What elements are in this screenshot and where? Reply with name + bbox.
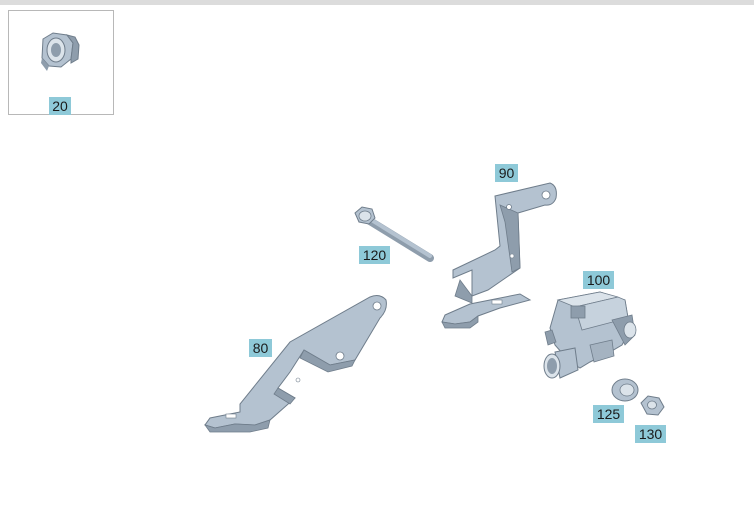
callout-125[interactable]: 125 [593,405,624,423]
callout-80[interactable]: 80 [249,339,272,357]
callout-20[interactable]: 20 [49,97,71,115]
bracket-80-icon [203,295,387,433]
bracket-90-icon [441,182,557,329]
callout-100[interactable]: 100 [583,271,614,289]
bushing-20-icon [41,32,80,71]
bolt-120-icon [354,206,434,262]
callout-120[interactable]: 120 [359,246,390,264]
nut-130-icon [640,395,665,416]
callout-130[interactable]: 130 [635,425,666,443]
callout-90[interactable]: 90 [495,164,518,182]
top-bar [0,0,754,5]
washer-125-icon [611,378,639,402]
valve-block-100-icon [543,291,637,379]
